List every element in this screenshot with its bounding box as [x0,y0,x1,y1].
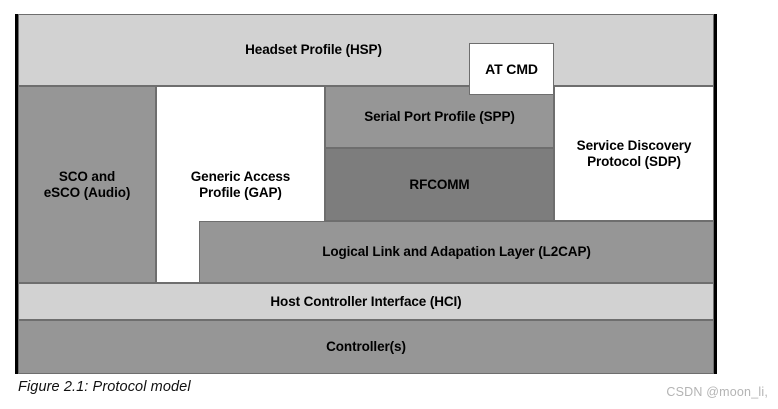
block-sdp: Service Discovery Protocol (SDP) [554,86,714,221]
block-l2cap: Logical Link and Adapation Layer (L2CAP) [199,221,714,283]
block-sco-esco: SCO and eSCO (Audio) [18,86,156,283]
figure-caption: Figure 2.1: Protocol model [18,379,191,395]
block-at-cmd: AT CMD [469,43,554,95]
block-spp: Serial Port Profile (SPP) [325,86,554,148]
block-rfcomm: RFCOMM [325,148,554,221]
protocol-model-diagram: Headset Profile (HSP) AT CMD SCO and eSC… [15,14,717,374]
block-hci: Host Controller Interface (HCI) [18,283,714,320]
block-controller: Controller(s) [18,320,714,374]
block-headset-profile: Headset Profile (HSP) [18,14,714,86]
watermark-text: CSDN @moon_li, [666,385,768,399]
